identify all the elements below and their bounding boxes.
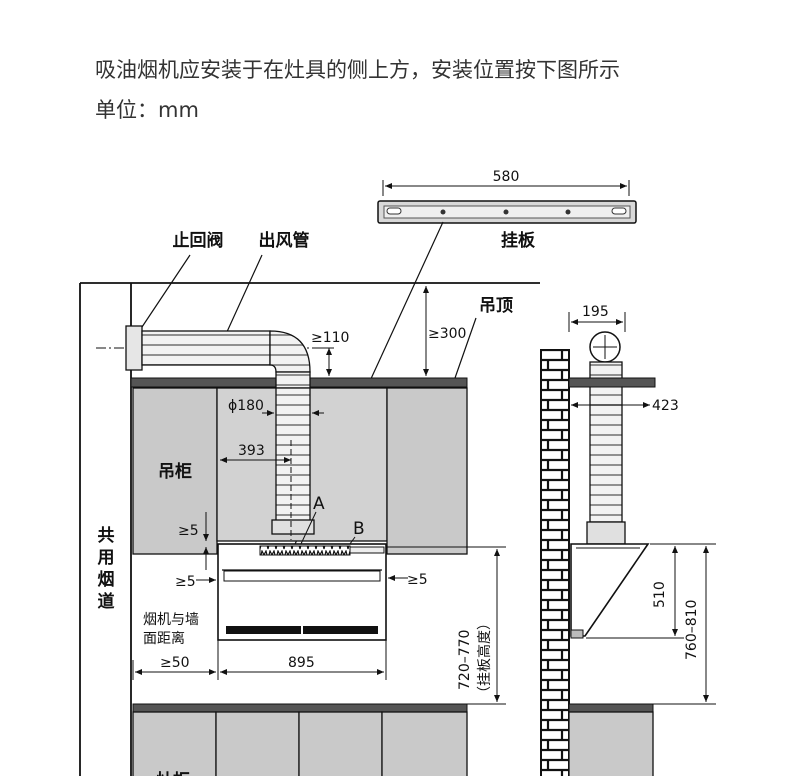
side-pipe	[586, 331, 626, 545]
dim-side-depth: 423	[571, 398, 679, 414]
brick-wall	[540, 349, 570, 776]
intro-line-1: 吸油烟机应安装于在灶具的侧上方，安装位置按下图所示	[95, 58, 620, 82]
side-base-cabinet	[568, 703, 654, 776]
svg-text:393: 393	[238, 443, 265, 459]
svg-text:用: 用	[98, 548, 115, 568]
dim-wall-gap: ≥50	[132, 640, 219, 680]
svg-text:ϕ180: ϕ180	[228, 398, 264, 414]
svg-text:760–810: 760–810	[684, 600, 700, 660]
point-b-label: B	[353, 519, 365, 539]
range-hood-front	[217, 543, 387, 641]
base-cabinets	[132, 703, 468, 776]
dim-pipe-offset: 393	[220, 440, 292, 540]
dim-cabinet-gap: ≥5	[178, 512, 209, 570]
ceiling-label: 吊顶	[479, 296, 513, 316]
wall-cabinet-label: 吊柜	[158, 461, 192, 482]
wall-cabinet-left	[132, 387, 218, 555]
exhaust-pipe-label: 出风管	[259, 230, 310, 251]
dim-side-gap-left: ≥5	[175, 574, 216, 590]
check-valve	[125, 325, 143, 371]
check-valve-leader	[139, 254, 191, 331]
bracket-label: 挂板	[501, 230, 536, 251]
svg-text:≥300: ≥300	[428, 326, 466, 342]
dim-ceiling-gap: ≥300	[423, 286, 466, 376]
intro-line-2: 单位：mm	[95, 98, 199, 122]
base-cabinet-label: 灶柜	[156, 770, 190, 776]
pipe-collar	[271, 519, 315, 535]
dim-pipe-gap: ≥110	[311, 330, 349, 376]
intro-text: 吸油烟机应安装于在灶具的侧上方，安装位置按下图所示 单位：mm	[95, 50, 620, 130]
exhaust-pipe-leader	[225, 254, 263, 335]
svg-text:≥5: ≥5	[178, 523, 199, 539]
hood-wall-distance-label-1: 烟机与墙	[143, 612, 199, 628]
bracket-width-label: 580	[493, 169, 520, 185]
common-flue-label: 共 用 烟 道	[98, 526, 115, 612]
svg-text:510: 510	[652, 581, 668, 608]
ceiling-leader	[454, 317, 477, 379]
mount-height-text: （挂板高度）	[476, 616, 493, 700]
svg-text:≥50: ≥50	[160, 655, 190, 671]
dim-hood-height: 510	[586, 543, 716, 639]
dim-pipe-diameter: ϕ180	[228, 398, 324, 416]
mount-height-range: 720–770	[457, 630, 473, 690]
wall-cabinet-right	[386, 387, 468, 555]
dim-hood-width: 895	[220, 640, 387, 680]
point-a-label: A	[313, 494, 325, 514]
svg-text:烟: 烟	[98, 569, 115, 590]
svg-text:道: 道	[98, 591, 115, 612]
dim-side-gap-right: ≥5	[388, 572, 428, 588]
dim-side-top-width: 195	[568, 304, 626, 332]
dim-side-height-range: 760–810	[650, 546, 716, 705]
hood-wall-distance-label-2: 面距离	[143, 630, 185, 647]
svg-text:195: 195	[582, 304, 609, 320]
point-a-leader	[299, 511, 317, 547]
dim-bracket-width: 580	[382, 169, 630, 196]
exhaust-pipe-vertical	[275, 387, 311, 523]
svg-text:≥110: ≥110	[311, 330, 349, 346]
bracket-drawing	[377, 200, 637, 224]
svg-text:≥5: ≥5	[175, 574, 196, 590]
side-ceiling-panel-front	[568, 377, 656, 388]
svg-text:≥5: ≥5	[407, 572, 428, 588]
check-valve-label: 止回阀	[173, 230, 224, 251]
svg-text:共: 共	[98, 526, 115, 546]
svg-text:423: 423	[652, 398, 679, 414]
side-hood	[570, 543, 650, 639]
svg-text:895: 895	[288, 655, 315, 671]
dim-mount-height: 720–770 （挂板高度）	[386, 546, 506, 705]
